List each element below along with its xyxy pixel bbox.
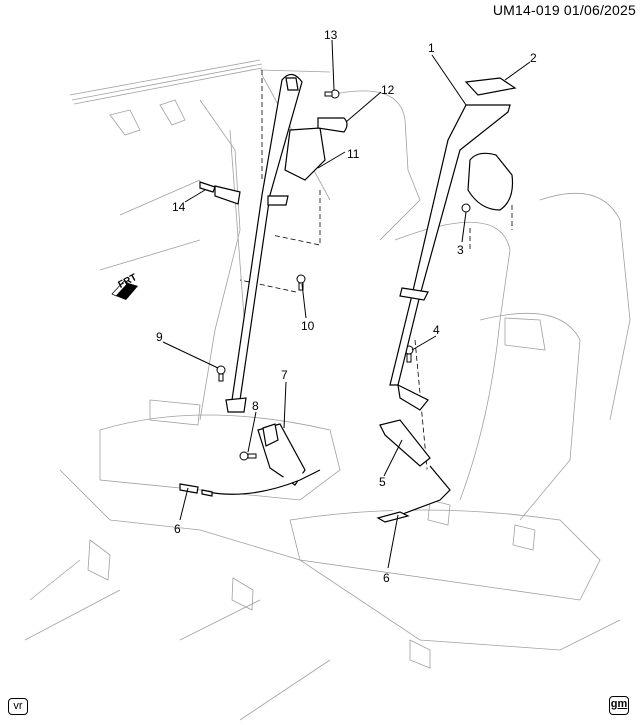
callout-number: 4 [433,323,440,337]
callout-number: 6 [174,522,181,536]
callout-number: 3 [457,243,464,257]
callout-number: 12 [381,83,395,97]
callout-number: 14 [172,200,186,214]
callout-number: 8 [252,399,259,413]
vehicle-body-outline [24,59,631,721]
callout-number: 9 [156,330,163,344]
right-belt-assembly [376,77,517,523]
diagram-id: UM14-019 01/06/2025 [492,2,636,18]
callout-number: 6 [383,571,390,585]
left-buckle-assembly [179,423,321,497]
gm-logo: gm [609,696,629,715]
assembly-guide-lines [239,70,513,501]
callout-number: 13 [324,28,338,42]
callout-number: 10 [301,319,315,333]
callout-leader-lines [162,39,531,569]
callout-number: 5 [379,475,386,489]
callout-number: 11 [347,147,360,161]
bolts [216,89,471,461]
view-badge: vr [8,698,28,715]
callout-number: 7 [281,368,288,382]
front-direction-arrow-icon [111,280,138,300]
callout-number: 1 [428,41,435,55]
callout-number: 2 [530,51,537,65]
left-belt-assembly [199,73,348,413]
